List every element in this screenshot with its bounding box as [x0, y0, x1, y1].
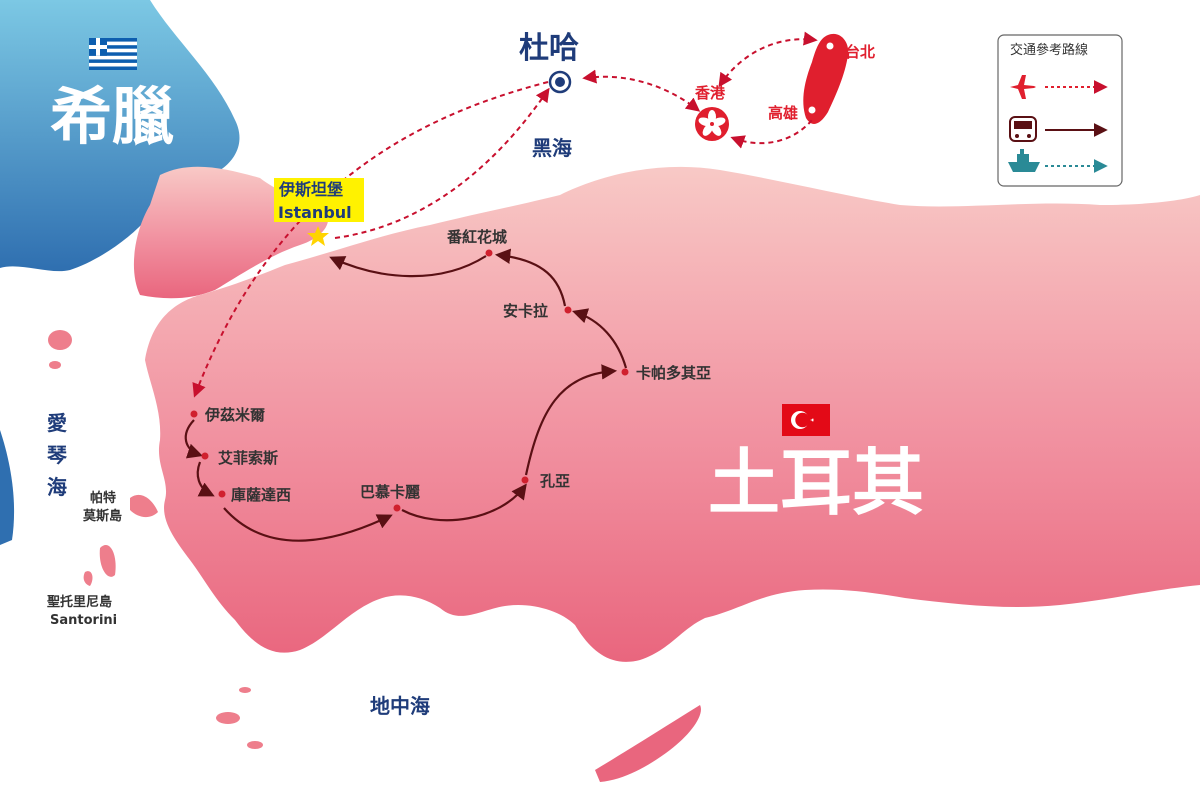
road-ankara-safranbolu: [494, 248, 567, 307]
dot-pamukkale: [393, 504, 401, 512]
greece-label: 希臘: [50, 80, 174, 153]
kaohsiung-label: 高雄: [768, 104, 798, 122]
route-hongkong-taipei: [718, 31, 818, 88]
city-label-ephesus: 艾菲索斯: [218, 449, 278, 467]
istanbul-label-en: Istanbul: [278, 203, 352, 222]
road-pamukkale-konya: [401, 483, 527, 522]
legend-bus-icon: [1009, 116, 1037, 142]
city-dots: [190, 249, 629, 512]
greece-peninsula-fragment: [0, 430, 15, 545]
istanbul-star-icon: [307, 226, 329, 246]
hongkong-label: 香港: [695, 84, 726, 102]
black-sea-label: 黑海: [532, 136, 572, 160]
island-label-santorini-zh: 聖托里尼島: [47, 594, 112, 610]
route-doha-hongkong: [582, 69, 701, 112]
dot-izmir: [190, 410, 198, 418]
aegean-sea-char-2: 琴: [47, 443, 68, 467]
hongkong-flower-icon: [695, 107, 729, 141]
legend-ship-icon: [1008, 149, 1040, 172]
greece-flag-icon: [89, 38, 137, 70]
road-safranbolu-istanbul: [329, 255, 487, 278]
legend-title: 交通參考路線: [1010, 42, 1088, 58]
doha-label: 杜哈: [519, 31, 579, 66]
dot-ephesus: [201, 452, 209, 460]
road-routes: [184, 248, 628, 542]
istanbul-highlight-zh: [274, 178, 364, 200]
greece-landmass: [0, 0, 240, 272]
aegean-islands: [48, 330, 263, 749]
city-label-safranbolu: 番紅花城: [446, 228, 507, 246]
turkey-flag-icon: [782, 404, 830, 436]
road-kusadasi-pamukkale: [223, 507, 393, 542]
kaohsiung-dot: [808, 106, 816, 114]
turkey-label: 土耳其: [708, 441, 924, 525]
city-label-izmir: 伊茲米爾: [204, 406, 265, 424]
istanbul-highlight-en: [274, 200, 364, 222]
mediterranean-label: 地中海: [370, 694, 430, 718]
istanbul-label-zh: 伊斯坦堡: [278, 180, 343, 199]
legend-box: 交通參考路線: [997, 34, 1123, 187]
island-label-santorini-en: Santorini: [50, 613, 117, 628]
city-label-cappadocia: 卡帕多其亞: [636, 364, 711, 382]
dot-ankara: [564, 306, 572, 314]
legend-plane-icon: [1010, 75, 1036, 99]
route-hongkong-kaohsiung: [730, 119, 813, 149]
city-label-kusadasi: 庫薩達西: [231, 486, 291, 504]
dot-safranbolu: [485, 249, 493, 257]
aegean-sea-char-3: 海: [47, 475, 67, 499]
island-label-mykonos-1: 帕特: [90, 490, 116, 506]
city-label-konya: 孔亞: [540, 472, 570, 490]
aegean-sea-char-1: 愛: [47, 411, 67, 435]
taipei-label: 台北: [845, 43, 875, 61]
turkey-anatolia: [145, 166, 1200, 662]
route-istanbul-doha-out: [334, 87, 550, 239]
cyprus-island: [595, 705, 701, 782]
road-konya-cappadocia: [524, 364, 618, 476]
road-ephesus-kusadasi: [196, 461, 215, 497]
island-label-mykonos-2: 莫斯島: [82, 508, 122, 524]
dot-cappadocia: [621, 368, 629, 376]
doha-marker-icon: [548, 70, 572, 94]
city-label-ankara: 安卡拉: [503, 302, 548, 320]
city-label-pamukkale: 巴慕卡麗: [360, 483, 420, 501]
taipei-dot: [826, 42, 834, 50]
dot-konya: [521, 476, 529, 484]
dot-kusadasi: [218, 490, 226, 498]
road-izmir-ephesus: [184, 419, 203, 459]
road-cappadocia-ankara: [572, 308, 628, 369]
aegean-sea-label: 愛 琴 海: [47, 411, 68, 499]
